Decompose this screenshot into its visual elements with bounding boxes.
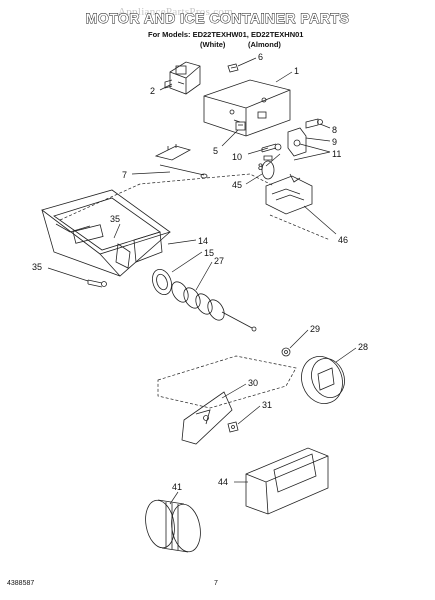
callout-35-upper: 35 bbox=[110, 214, 120, 224]
callout-5: 5 bbox=[213, 146, 218, 156]
callout-14: 14 bbox=[198, 236, 208, 246]
blade-30-part bbox=[181, 391, 233, 445]
rod-7-part bbox=[154, 144, 208, 179]
document-number: 4388587 bbox=[7, 580, 35, 587]
models-prefix: For Models: bbox=[148, 30, 191, 39]
callout-10: 10 bbox=[232, 152, 242, 162]
bracket-9-part bbox=[287, 127, 307, 157]
lamp-cover-46-part bbox=[265, 173, 313, 215]
crusher-28-part bbox=[301, 356, 345, 404]
callout-1: 1 bbox=[294, 66, 299, 76]
callout-41: 41 bbox=[172, 482, 182, 492]
coupler-41-part bbox=[145, 499, 201, 553]
screw-8-part bbox=[305, 118, 323, 129]
callout-8-upper: 8 bbox=[332, 125, 337, 135]
page-number: 7 bbox=[214, 580, 218, 587]
bushing-5-part bbox=[235, 121, 246, 131]
callout-46: 46 bbox=[338, 235, 348, 245]
callout-8-lower: 8 bbox=[258, 162, 263, 172]
motor-housing-part bbox=[203, 79, 291, 137]
washer-29-part bbox=[281, 347, 291, 357]
callout-30: 30 bbox=[248, 378, 258, 388]
bulb-45-part bbox=[261, 155, 275, 180]
callout-27: 27 bbox=[214, 256, 224, 266]
callout-11: 11 bbox=[332, 149, 341, 159]
callout-35-lower: 35 bbox=[32, 262, 42, 272]
screw-6-part bbox=[227, 63, 239, 73]
bearing-15-part bbox=[152, 269, 172, 295]
front-cover-44-part bbox=[245, 447, 329, 515]
almond-label: (Almond) bbox=[248, 40, 281, 49]
nut-31-part bbox=[227, 421, 239, 433]
callout-44: 44 bbox=[218, 477, 228, 487]
model-list: ED22TEXHW01, ED22TEXHN01 bbox=[192, 30, 304, 39]
motor-part bbox=[164, 61, 201, 95]
models-block: For Models: ED22TEXHW01, ED22TEXHN01 bbox=[148, 30, 304, 40]
callout-9: 9 bbox=[332, 137, 337, 147]
callout-7: 7 bbox=[122, 170, 127, 180]
white-label: (White) bbox=[200, 40, 226, 49]
callout-29: 29 bbox=[310, 324, 320, 334]
diagram-title: MOTOR AND ICE CONTAINER PARTS bbox=[85, 10, 350, 27]
auger-27-part bbox=[171, 281, 257, 332]
screw-10-part bbox=[261, 143, 282, 153]
callout-15: 15 bbox=[204, 248, 214, 258]
callout-2: 2 bbox=[150, 86, 155, 96]
callout-45: 45 bbox=[232, 180, 242, 190]
callout-28: 28 bbox=[358, 342, 368, 352]
callout-31: 31 bbox=[262, 400, 272, 410]
watermark-text: AppliancePartsPros.com bbox=[118, 6, 234, 18]
ice-container-14-part bbox=[41, 189, 171, 277]
screw-35-part bbox=[87, 279, 107, 288]
callout-6: 6 bbox=[258, 52, 263, 62]
